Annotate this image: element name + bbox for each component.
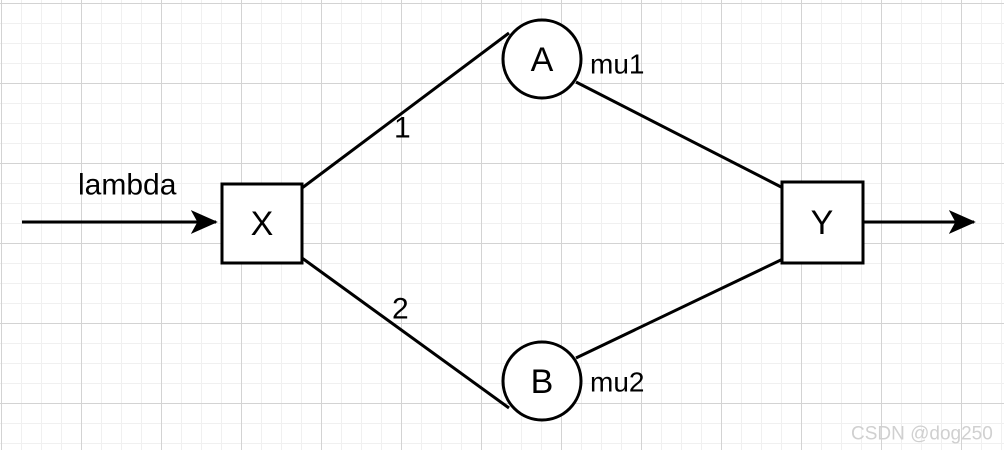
edge-label-mu1: mu1 [590,49,644,80]
edge-label-rate-2: 2 [392,293,409,326]
node-a-label: A [531,41,554,79]
node-y-box[interactable] [780,180,865,265]
node-b-label: B [531,363,554,401]
edge-a-to-y [575,80,786,191]
edge-b-to-y [575,256,786,360]
node-y-label: Y [811,204,834,242]
edge-label-mu2: mu2 [590,367,644,398]
edge-x-to-b [301,256,510,410]
edge-label-lambda: lambda [78,169,177,202]
edge-label-rate-1: 1 [394,112,411,145]
edge-x-to-a [301,31,510,190]
watermark-label: CSDN @dog250 [851,424,993,445]
node-b-circle[interactable] [501,340,583,422]
node-x-box[interactable] [220,182,304,265]
node-a-circle[interactable] [501,18,583,100]
node-x-label: X [251,205,274,243]
